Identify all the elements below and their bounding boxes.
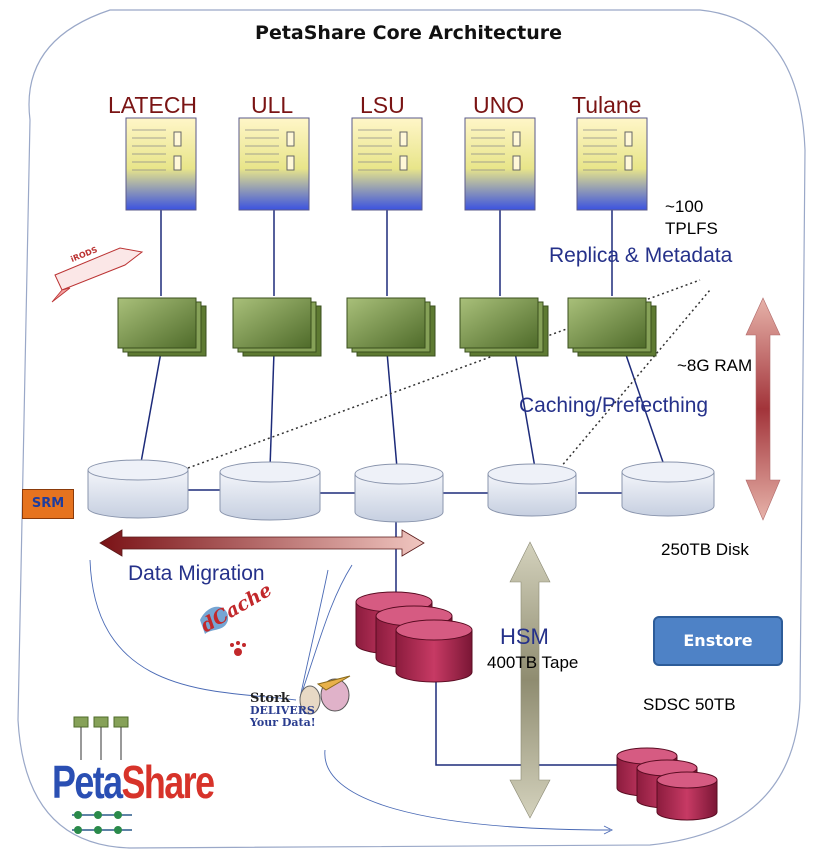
stork-logo-line3: Your Data! [250,716,316,729]
stork-logo-line1: Stork [250,691,290,706]
stork-logo: Stork DELIVERS Your Data! [250,691,348,741]
caching-vertical-arrow [745,297,781,521]
stork-bird-picture [299,675,351,715]
replica-metadata-label: Replica & Metadata [549,244,733,267]
data-migration-label: Data Migration [128,562,265,585]
replica-dotted-lines [187,279,711,469]
diagram-title: PetaShare Core Architecture [255,22,562,44]
site-label-lsu: LSU [360,92,405,118]
sdsc-database [616,747,718,821]
tplfs-count-label: ~100 TPLFS [665,196,718,240]
dcache-paw-logo [200,606,246,656]
ram-label: ~8G RAM [677,356,753,375]
disk-pool [87,459,715,523]
server-racks [125,117,648,211]
stork-flow-lines [89,559,614,835]
petashare-logo-peta: Peta [52,756,123,808]
tape-capacity-label: 400TB Tape [487,653,579,672]
server-links [139,210,666,766]
petashare-logo: PetaShare [52,755,215,809]
caching-prefetching-label: Caching/Prefecthing [519,394,709,417]
irods-rocket-logo [51,247,144,303]
petashare-logo-share: Share [121,756,215,808]
storage-nodes [117,297,657,357]
site-label-tulane: Tulane [572,92,642,118]
tplfs-line2: TPLFS [665,219,718,238]
tplfs-line1: ~100 [665,197,704,216]
site-label-latech: LATECH [108,92,198,118]
data-migration-arrow [99,529,425,557]
srm-box: SRM [22,489,74,519]
petashare-logo-network [72,716,132,834]
sdsc-capacity-label: SDSC 50TB [643,695,736,714]
hsm-vertical-arrow [509,541,551,819]
site-label-ull: ULL [251,92,294,118]
enstore-box: Enstore [653,616,783,666]
hsm-label: HSM [500,624,549,649]
stork-logo-line2: DELIVERS [250,704,315,717]
site-label-uno: UNO [473,92,525,118]
disk-capacity-label: 250TB Disk [661,540,749,559]
tape-database [355,591,473,683]
